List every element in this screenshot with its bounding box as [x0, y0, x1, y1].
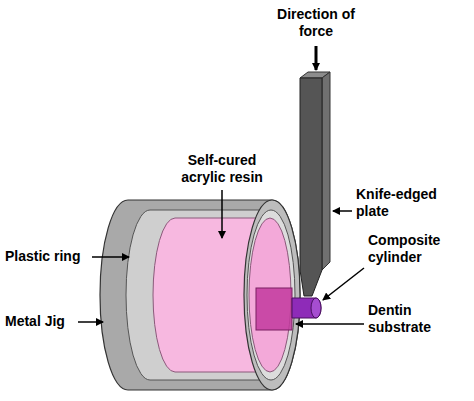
resin-face	[249, 218, 291, 372]
composite-cylinder	[292, 298, 321, 318]
dentin-substrate	[256, 288, 292, 330]
metal-jig	[100, 200, 300, 390]
leader-arrow	[78, 321, 103, 323]
dentin-label: Dentin substrate	[368, 302, 468, 336]
plate-side	[322, 72, 330, 270]
knife-plate	[300, 78, 322, 296]
leader-arrow	[92, 256, 129, 258]
plastic-ring	[126, 210, 294, 380]
composite-label: Composite cylinder	[368, 232, 468, 266]
ring-label: Plastic ring	[5, 248, 91, 265]
force-label: Direction of force	[266, 6, 366, 40]
jig-label: Metal Jig	[5, 313, 77, 330]
leader-arrow	[333, 210, 352, 212]
resin-label: Self-cured acrylic resin	[167, 152, 277, 186]
force-arrow	[315, 46, 318, 70]
ring-face	[247, 210, 295, 380]
plate-label: Knife-edged plate	[356, 186, 460, 220]
jig-face	[244, 200, 300, 390]
composite-end	[311, 298, 321, 318]
leader-arrow	[221, 190, 223, 238]
leader-arrow	[323, 268, 364, 300]
leader-arrow	[296, 323, 364, 325]
